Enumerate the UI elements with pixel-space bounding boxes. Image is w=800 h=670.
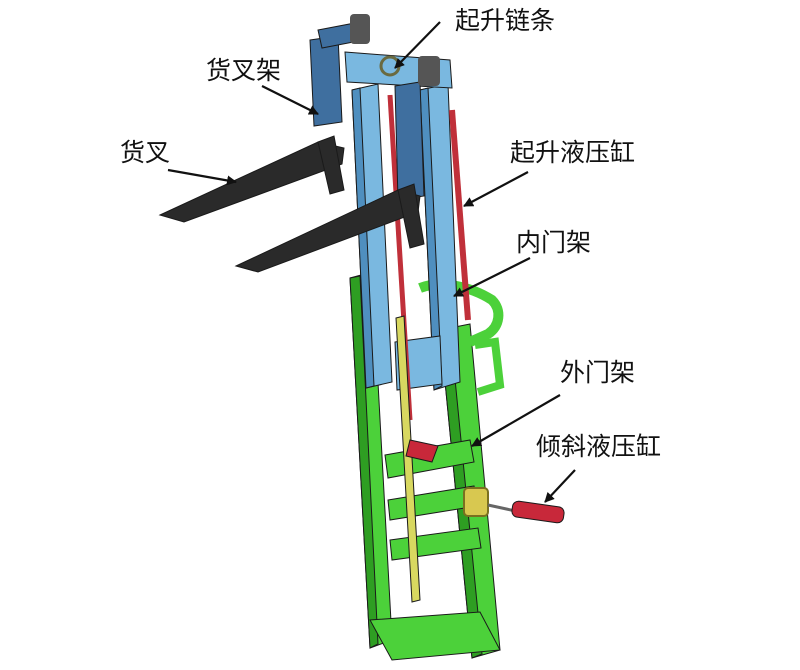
outer-mast-side-bracket: [474, 337, 505, 396]
outer-mast-left-rail-side: [349, 275, 379, 649]
inner-mast-left-rail-side: [351, 87, 375, 389]
lift-chain-sheaves: [350, 14, 440, 86]
sheave-left: [350, 14, 370, 44]
leader-fork: [167, 168, 237, 186]
leader-lines: [167, 21, 576, 503]
forks: [158, 135, 425, 273]
lift-cylinder-right-rod: [449, 109, 471, 321]
label-lift-chain: 起升链条: [455, 6, 556, 35]
tilt-cylinder-body: [511, 500, 565, 524]
leader-outer-mast: [471, 394, 561, 447]
fork-left-upright: [317, 135, 345, 195]
fork-left: [158, 141, 345, 223]
label-fork: 货叉: [120, 138, 171, 167]
tilt-cylinder-back: [405, 439, 439, 463]
leader-tilt-cylinder: [544, 469, 576, 503]
leader-lift-cylinder: [463, 171, 529, 207]
center-rod: [395, 315, 421, 603]
fork-right: [234, 189, 421, 273]
sheave-right: [418, 56, 440, 86]
label-lift-cylinder: 起升液压缸: [510, 138, 636, 167]
leader-fork-carriage: [261, 85, 319, 115]
fork-carriage-right-plate: [394, 81, 425, 201]
label-inner-mast: 内门架: [516, 228, 592, 257]
fork-right-upright: [397, 183, 425, 249]
label-fork-carriage: 货叉架: [206, 56, 282, 85]
leader-lift-chain: [394, 21, 441, 69]
fork-carriage: [309, 21, 425, 201]
tilt-cylinder: [405, 439, 565, 524]
label-tilt-cylinder: 倾斜液压缸: [536, 432, 662, 461]
label-outer-mast: 外门架: [560, 358, 636, 387]
tilt-cylinder-mount: [463, 487, 489, 517]
leader-inner-mast: [453, 257, 531, 297]
outer-mast-base: [369, 611, 501, 661]
inner-mast-right-rail-side: [419, 87, 443, 391]
